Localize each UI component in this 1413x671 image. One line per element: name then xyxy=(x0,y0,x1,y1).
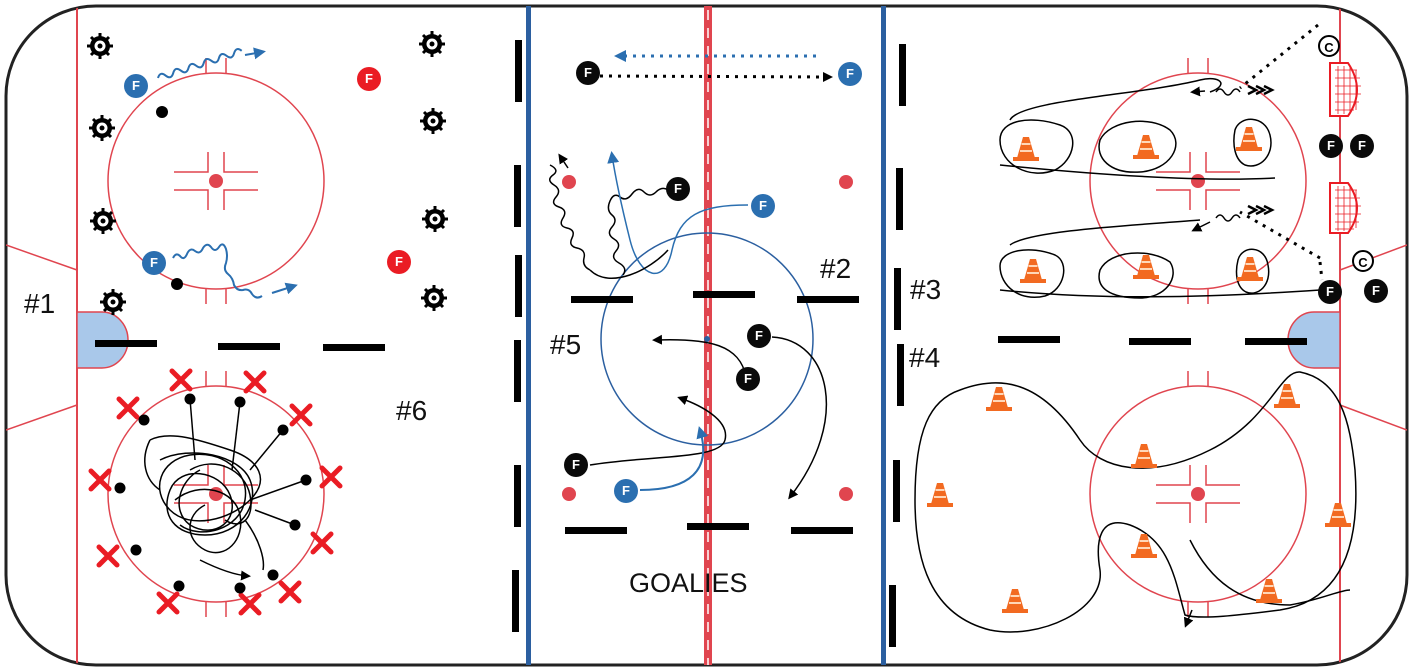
blue-line-left xyxy=(526,6,531,665)
player-marker: F xyxy=(838,62,862,86)
faceoff-circle-left-bottom xyxy=(107,371,325,617)
player-marker: F xyxy=(747,324,771,348)
net-icon xyxy=(1329,182,1361,234)
player-marker: F xyxy=(387,250,411,274)
blue-line-right xyxy=(881,6,886,665)
player-marker: F xyxy=(564,453,588,477)
player-marker: F xyxy=(1350,134,1374,158)
faceoff-circle-right-bottom xyxy=(1089,371,1307,617)
player-marker: F xyxy=(736,367,760,391)
station-label-5: #5 xyxy=(550,329,582,360)
player-marker: F xyxy=(576,61,600,85)
faceoff-circle-left-top xyxy=(107,58,325,304)
player-marker: F xyxy=(1319,134,1343,158)
player-marker: F xyxy=(666,177,690,201)
player-marker: F xyxy=(1318,280,1342,304)
player-marker: F xyxy=(142,251,166,275)
player-marker: F xyxy=(124,74,148,98)
coach-marker: C xyxy=(1318,35,1340,57)
station-label-2: #2 xyxy=(820,253,852,284)
net-icon xyxy=(1329,62,1361,117)
player-marker: F xyxy=(357,67,381,91)
coach-marker: C xyxy=(1352,250,1374,272)
goalies-label: GOALIES xyxy=(629,568,748,598)
player-marker: F xyxy=(751,194,775,218)
center-circle xyxy=(600,232,814,446)
dash-markers xyxy=(95,40,1307,647)
station-label-6: #6 xyxy=(396,395,428,426)
station-label-3: #3 xyxy=(910,274,942,305)
player-marker: F xyxy=(1364,279,1388,303)
station-label-1: #1 xyxy=(24,288,56,319)
player-marker: F xyxy=(614,479,638,503)
faceoff-circle-right-top xyxy=(1089,58,1307,304)
station-label-4: #4 xyxy=(909,342,941,373)
